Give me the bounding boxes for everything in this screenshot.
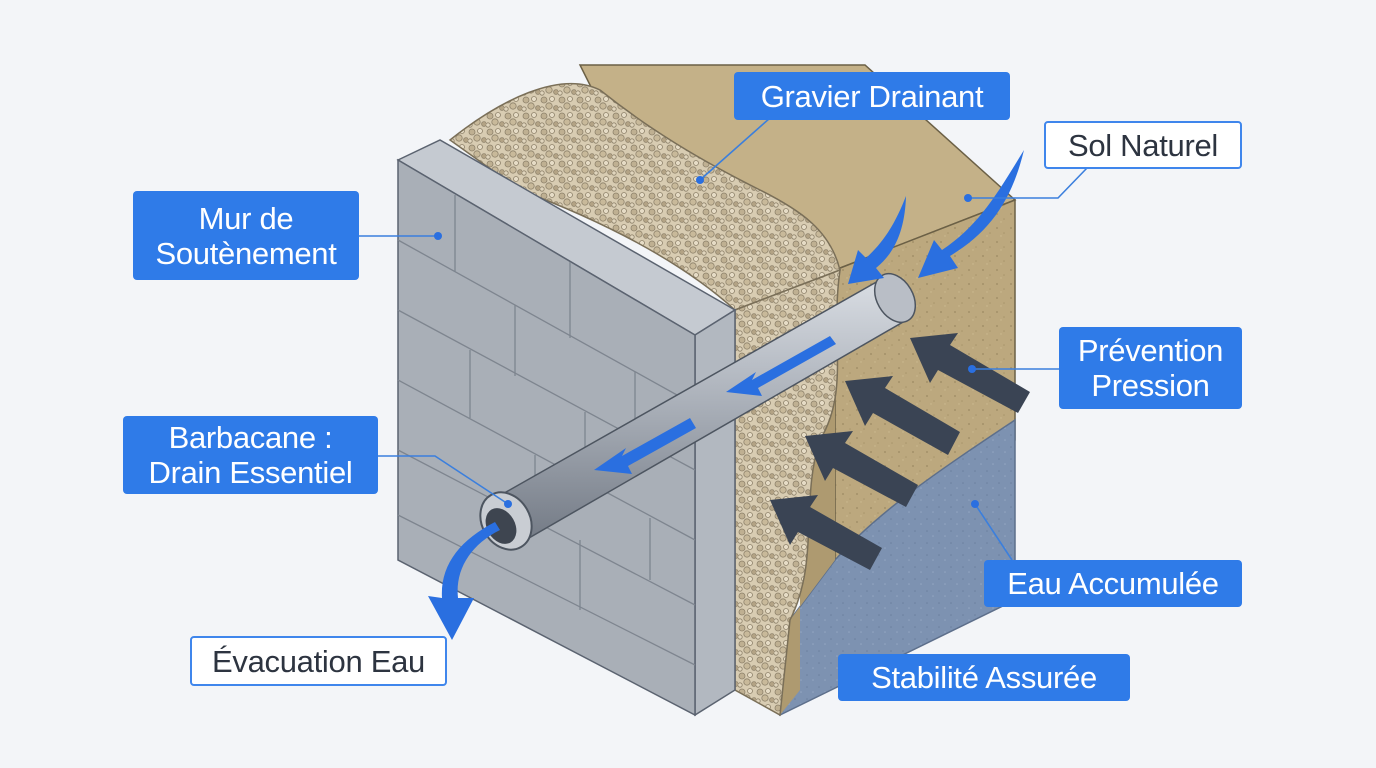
label-stabilite-assuree: Stabilité Assurée (838, 654, 1130, 701)
outlet-flow-arrow (428, 522, 500, 640)
soil-pressure-arrows (770, 333, 1030, 570)
gravel-top (448, 82, 841, 311)
label-gravier-drainant: Gravier Drainant (734, 72, 1010, 120)
label-mur-de-soutenement: Mur de Soutènement (133, 191, 359, 280)
label-prevention-pression: Prévention Pression (1059, 327, 1242, 409)
label-sol-naturel: Sol Naturel (1044, 121, 1242, 169)
leader-lines (358, 117, 1088, 561)
label-barbacane-line1: Barbacane : (168, 420, 333, 455)
wall-front (397, 158, 696, 717)
infiltration-arrows (848, 150, 1024, 284)
label-prevention-line1: Prévention (1077, 333, 1224, 368)
label-mur-line2: Soutènement (155, 235, 337, 271)
label-evacuation-eau: Évacuation Eau (190, 636, 447, 686)
label-barbacane: Barbacane : Drain Essentiel (123, 416, 378, 494)
pipe-flow-arrows (594, 336, 836, 474)
label-barbacane-line2: Drain Essentiel (148, 455, 353, 490)
drain-pipe (479, 273, 917, 551)
label-eau-accumulee: Eau Accumulée (984, 560, 1242, 607)
label-prevention-line2: Pression (1091, 368, 1210, 403)
leader-dots (434, 176, 979, 508)
label-mur-line1: Mur de (198, 200, 294, 236)
